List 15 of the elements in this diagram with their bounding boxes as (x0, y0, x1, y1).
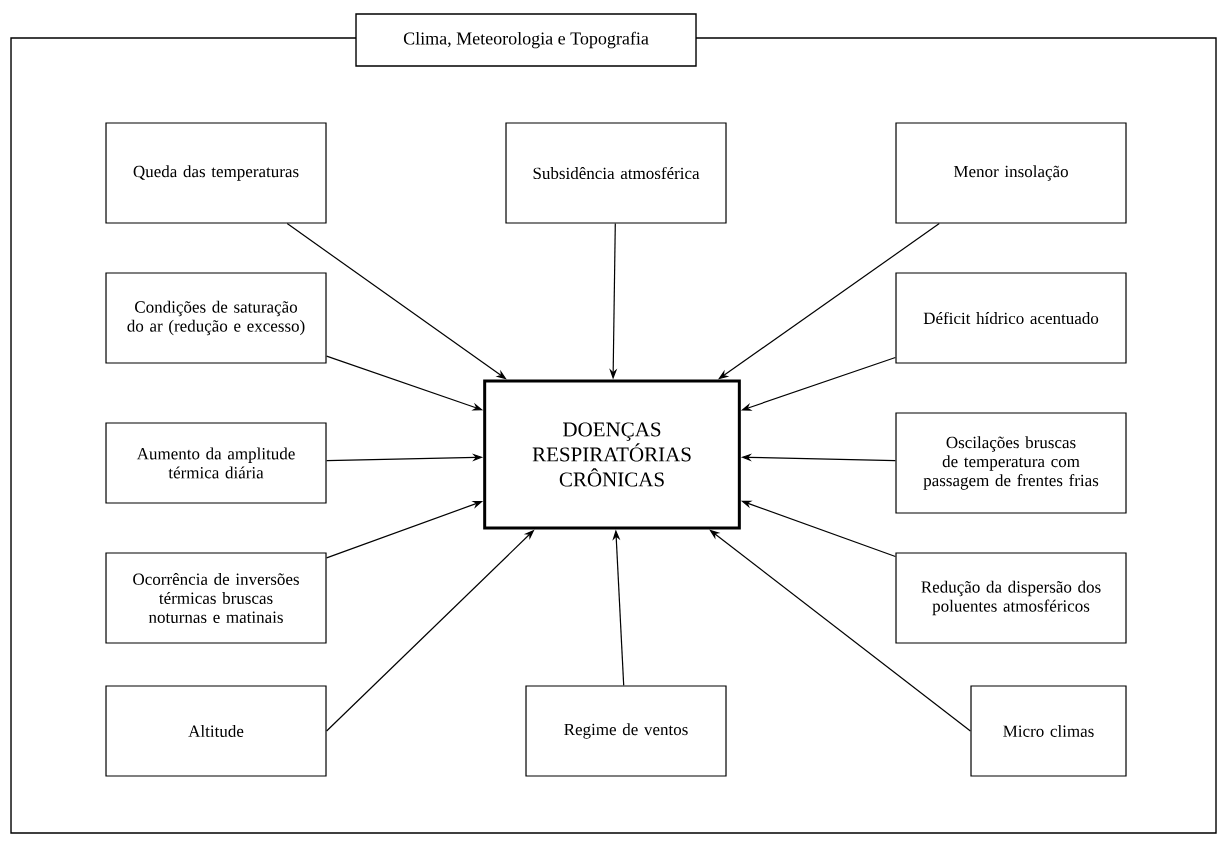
factor-box: Oscilações bruscas de temperatura com passagem de frentes frias (895, 412, 1127, 514)
factor-box: Altitude (105, 685, 327, 777)
factor-box: Condições de saturação do ar (redução e excesso) (105, 272, 327, 364)
factor-box: Ocorrência de inversões térmicas bruscas noturnas e matinais (105, 552, 327, 644)
central-box: DOENÇAS RESPIRATÓRIAS CRÔNICAS (483, 379, 741, 530)
factor-box: Subsidência atmosférica (505, 122, 727, 224)
factor-box: Regime de ventos (525, 685, 727, 777)
factor-box: Menor insolação (895, 122, 1127, 224)
factor-box: Aumento da amplitude térmica diária (105, 422, 327, 504)
arrow (286, 223, 507, 380)
factor-box: Queda das temperaturas (105, 122, 327, 224)
title-box: Clima, Meteorologia e Topografia (355, 13, 697, 67)
factor-box: Déficit hídrico acentuado (895, 272, 1127, 364)
factor-box: Redução da dispersão dos poluentes atmosféricos (895, 552, 1127, 644)
factor-box: Micro climas (970, 685, 1127, 777)
